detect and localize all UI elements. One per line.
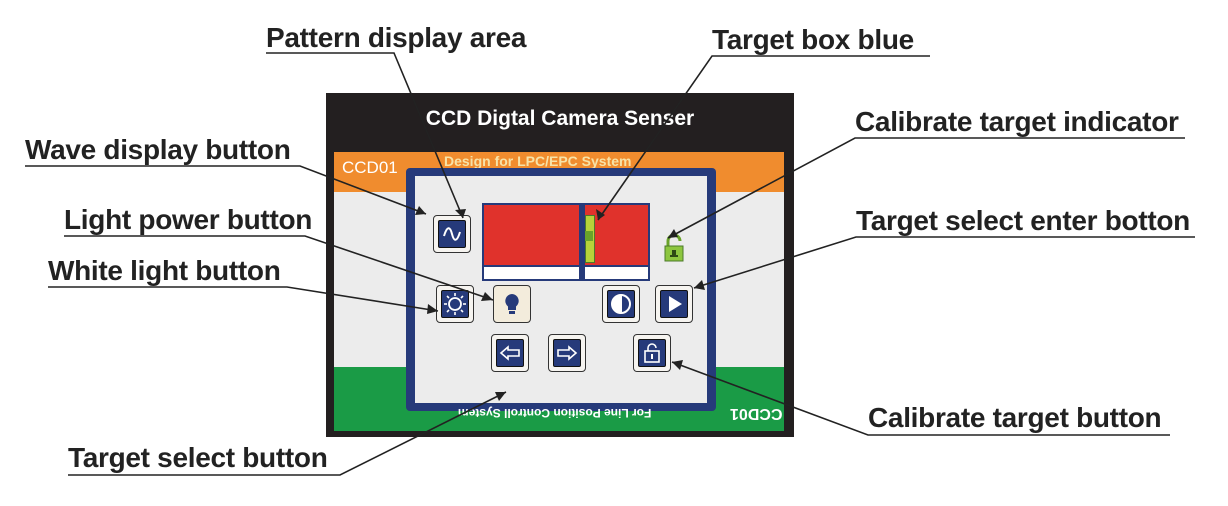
wave-display-button[interactable] bbox=[433, 215, 471, 253]
callout-calibrate-target-button: Calibrate target button bbox=[868, 402, 1162, 433]
callout-target-select-enter-botton: Target select enter botton bbox=[856, 205, 1190, 236]
bulb-icon bbox=[498, 290, 526, 318]
device-footer: For Line Position Controll System bbox=[458, 406, 652, 420]
light-power-button[interactable] bbox=[493, 285, 531, 323]
target-select-enter-button[interactable] bbox=[655, 285, 693, 323]
callout-pattern-display-area: Pattern display area bbox=[266, 22, 527, 53]
target-box-marker bbox=[585, 231, 593, 241]
arrow-left-icon bbox=[496, 339, 524, 367]
wave-icon bbox=[438, 220, 466, 248]
target-select-left-button[interactable] bbox=[491, 334, 529, 372]
play-icon bbox=[660, 290, 688, 318]
callout-light-power-button: Light power button bbox=[64, 204, 313, 235]
white-light-button[interactable] bbox=[436, 285, 474, 323]
device-title: CCD Digtal Camera Senser bbox=[425, 107, 695, 130]
device-subtitle: Design for LPC/EPC System bbox=[444, 153, 632, 169]
sensor-device: CCD Digtal Camera Senser CCD01 Design fo… bbox=[326, 93, 794, 437]
callout-wave-display-button: Wave display button bbox=[25, 134, 291, 165]
model-label-bottom: CCD01 bbox=[730, 405, 783, 422]
calibrate-target-indicator bbox=[664, 233, 684, 262]
lock-icon bbox=[638, 339, 666, 367]
contrast-button[interactable] bbox=[602, 285, 640, 323]
arrow-right-icon bbox=[553, 339, 581, 367]
sun-icon bbox=[441, 290, 469, 318]
callout-white-light-button: White light button bbox=[48, 255, 281, 286]
calibrate-target-button[interactable] bbox=[633, 334, 671, 372]
pattern-divider bbox=[579, 205, 585, 279]
pattern-display-area bbox=[482, 203, 650, 281]
callout-target-box-blue: Target box blue bbox=[712, 24, 914, 55]
pattern-strip bbox=[484, 265, 648, 279]
control-panel bbox=[406, 168, 716, 411]
callout-target-select-button: Target select button bbox=[68, 442, 328, 473]
control-panel-face bbox=[415, 176, 707, 403]
model-label-top: CCD01 bbox=[342, 158, 398, 177]
half-circle-icon bbox=[607, 290, 635, 318]
callout-calibrate-target-indicator: Calibrate target indicator bbox=[855, 106, 1179, 137]
target-select-right-button[interactable] bbox=[548, 334, 586, 372]
